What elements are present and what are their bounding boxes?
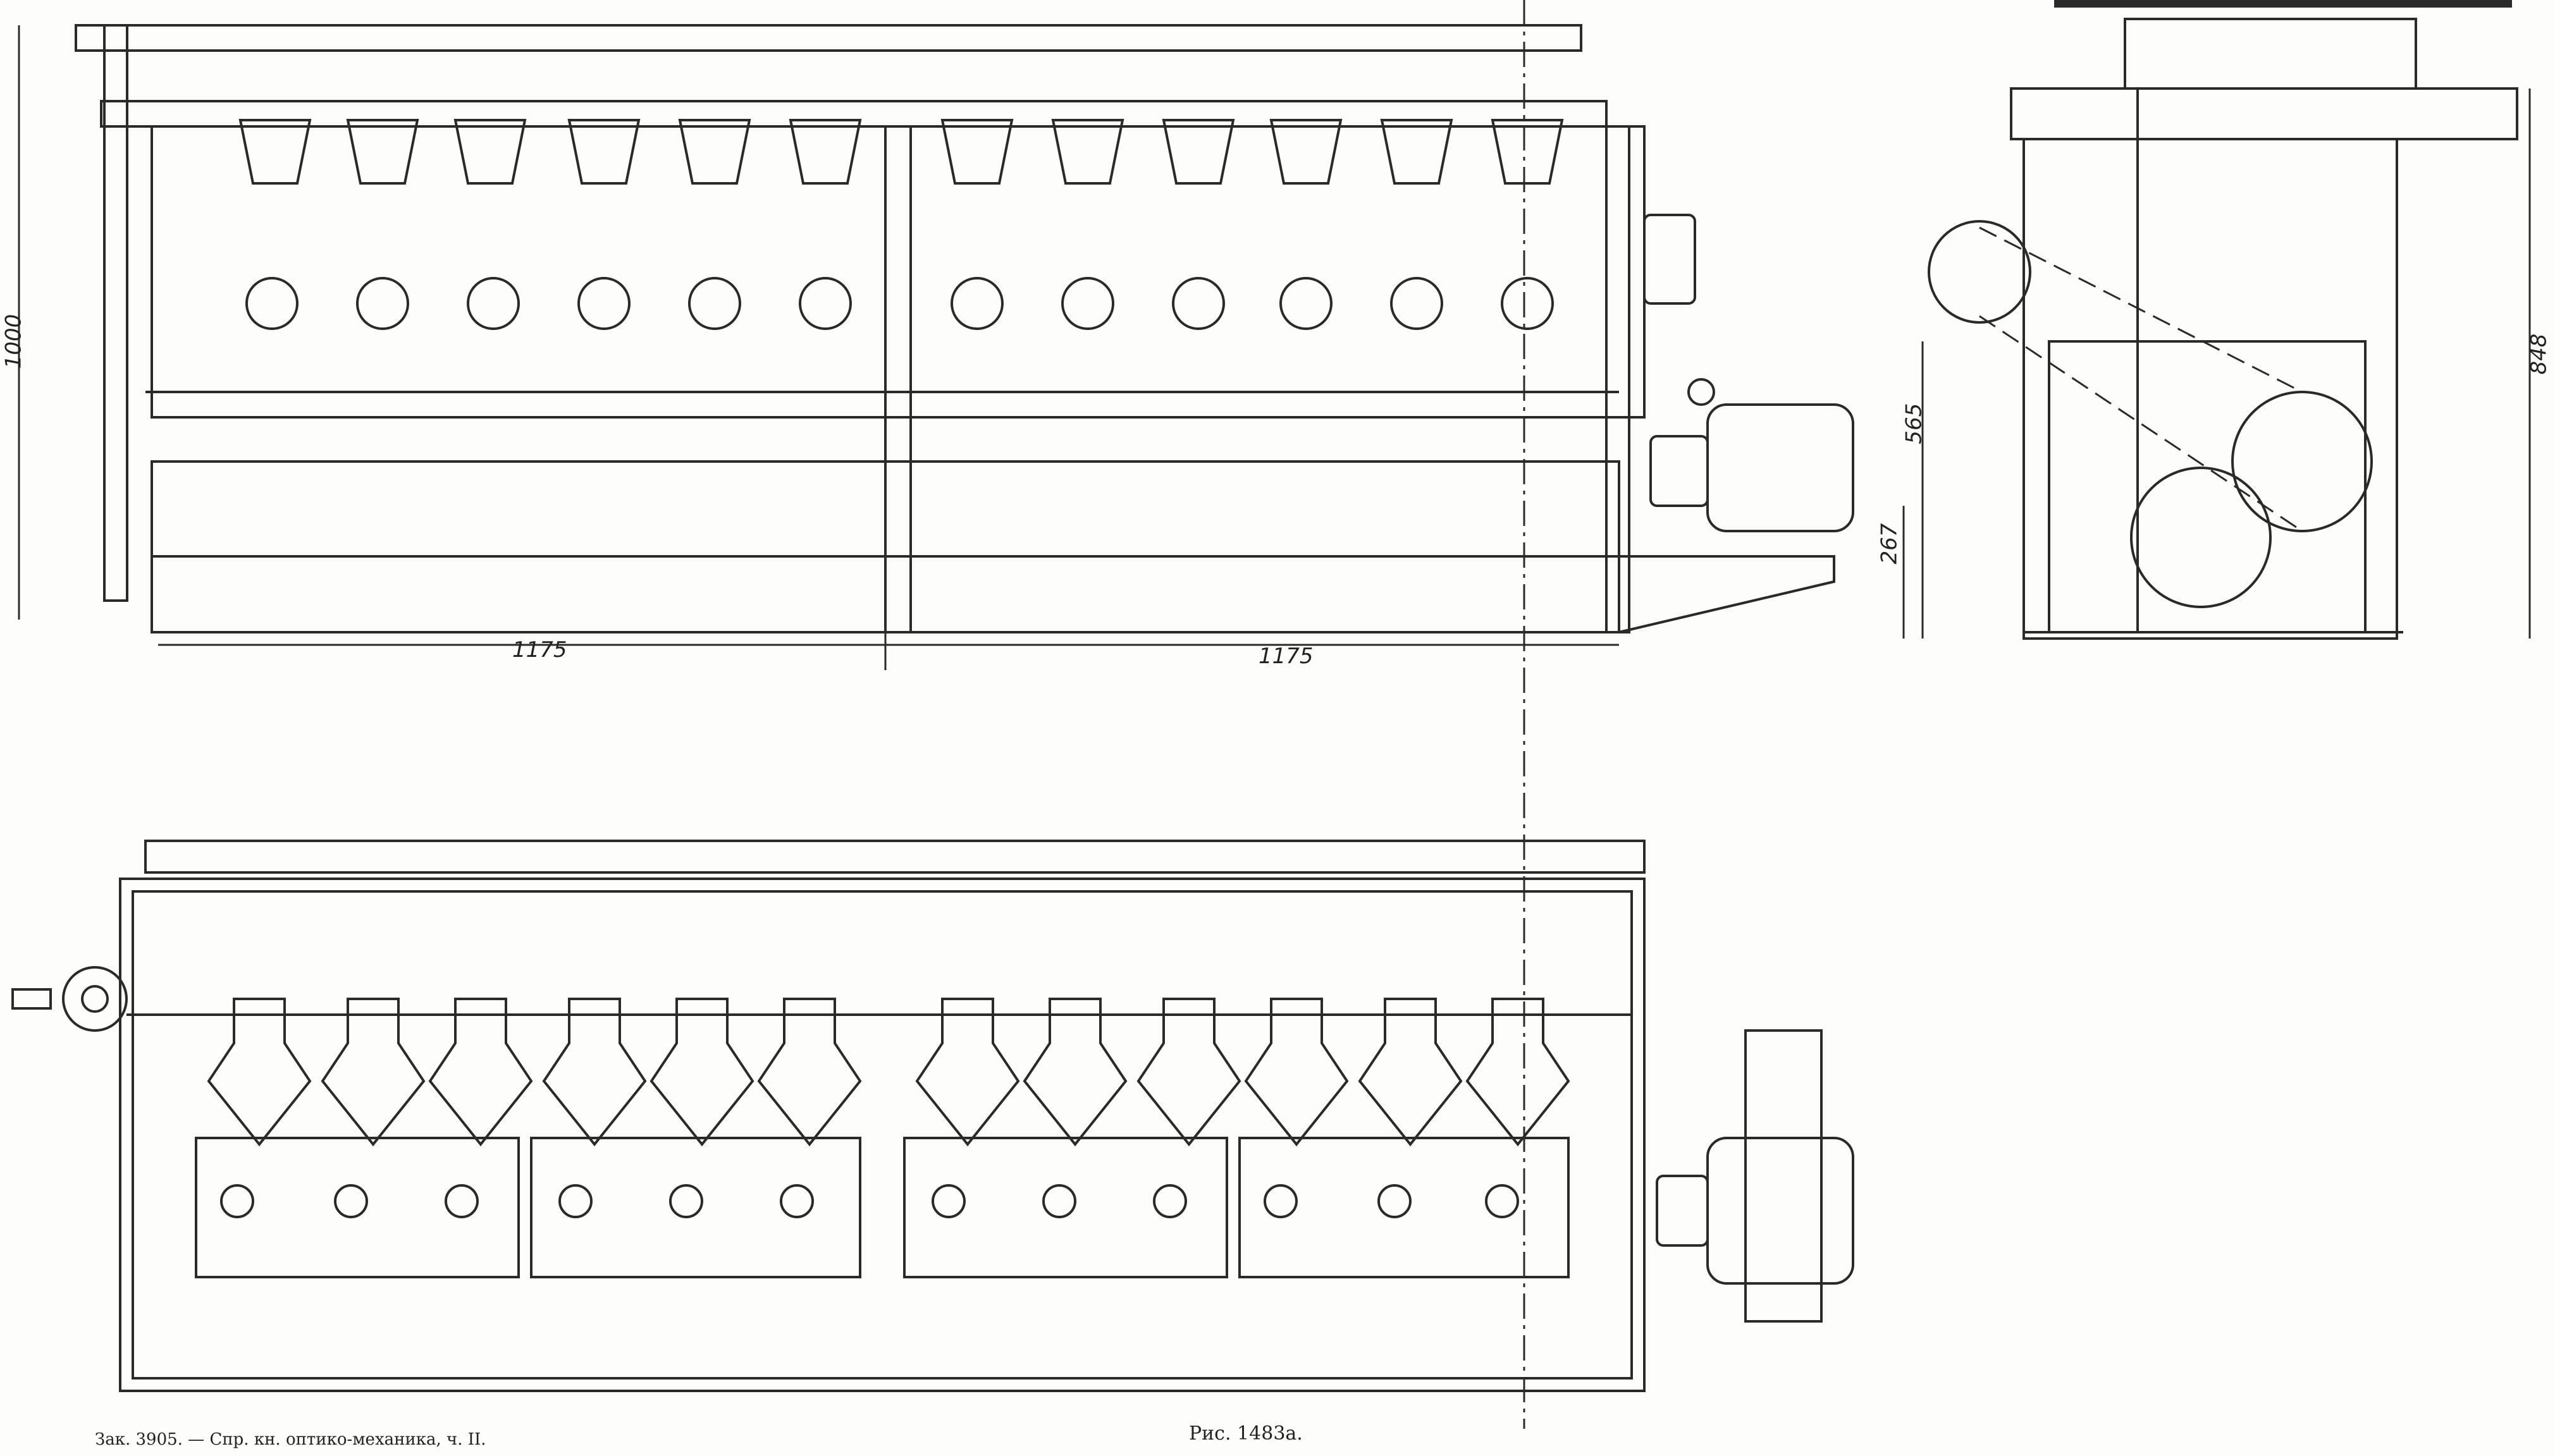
plan-inner-frame xyxy=(132,890,1633,1380)
side-top-slab xyxy=(2010,87,2518,140)
upper-beam xyxy=(100,100,1608,128)
side-handwheel xyxy=(2130,467,2272,608)
side-pulley-left xyxy=(1928,220,2031,324)
plan-top-rail xyxy=(144,840,1646,874)
spindle-cups xyxy=(238,119,1564,185)
plan-group-3 xyxy=(903,1137,1228,1278)
side-solid-bar xyxy=(2054,0,2512,8)
holder-clamps xyxy=(245,277,1555,330)
plan-group-1 xyxy=(195,1137,520,1278)
center-post xyxy=(884,125,912,633)
plan-group-4 xyxy=(1238,1137,1570,1278)
left-column xyxy=(103,24,128,602)
side-pulley-right xyxy=(2231,391,2373,532)
base-tapered-leg xyxy=(151,555,1835,633)
figure-caption: Рис. 1483а. xyxy=(1189,1422,1303,1445)
dimension-lines-side xyxy=(1902,89,2531,639)
side-main-frame xyxy=(2022,138,2398,640)
drive-motor-side xyxy=(1643,214,1854,532)
right-post xyxy=(1605,125,1630,633)
top-rail xyxy=(75,24,1582,52)
front-elevation-view xyxy=(18,0,1854,1429)
side-lower-frame xyxy=(2048,340,2367,633)
dimension-lines-front xyxy=(18,25,1619,670)
footer-order-note: Зак. 3905. — Спр. кн. оптико-механика, ч… xyxy=(95,1430,486,1449)
plan-view xyxy=(11,840,1854,1392)
plan-holders xyxy=(207,998,1570,1147)
plan-outer-frame xyxy=(119,878,1646,1392)
dimension-height-1000: 1000 xyxy=(1,314,27,369)
plan-handwheel xyxy=(11,966,128,1032)
side-belt-lines xyxy=(1979,226,2303,532)
dimension-length-left: 1175 xyxy=(512,637,567,663)
main-frame xyxy=(151,125,1646,419)
side-elevation-view xyxy=(1902,0,2531,640)
side-header-box xyxy=(2124,18,2417,90)
dimension-height-848: 848 xyxy=(2526,333,2552,375)
dimension-height-267: 267 xyxy=(1876,523,1902,565)
plan-chucks xyxy=(220,1184,1520,1218)
plan-motor xyxy=(1656,1029,1854,1323)
dimension-height-565: 565 xyxy=(1901,403,1927,444)
dimension-length-right: 1175 xyxy=(1259,644,1314,669)
